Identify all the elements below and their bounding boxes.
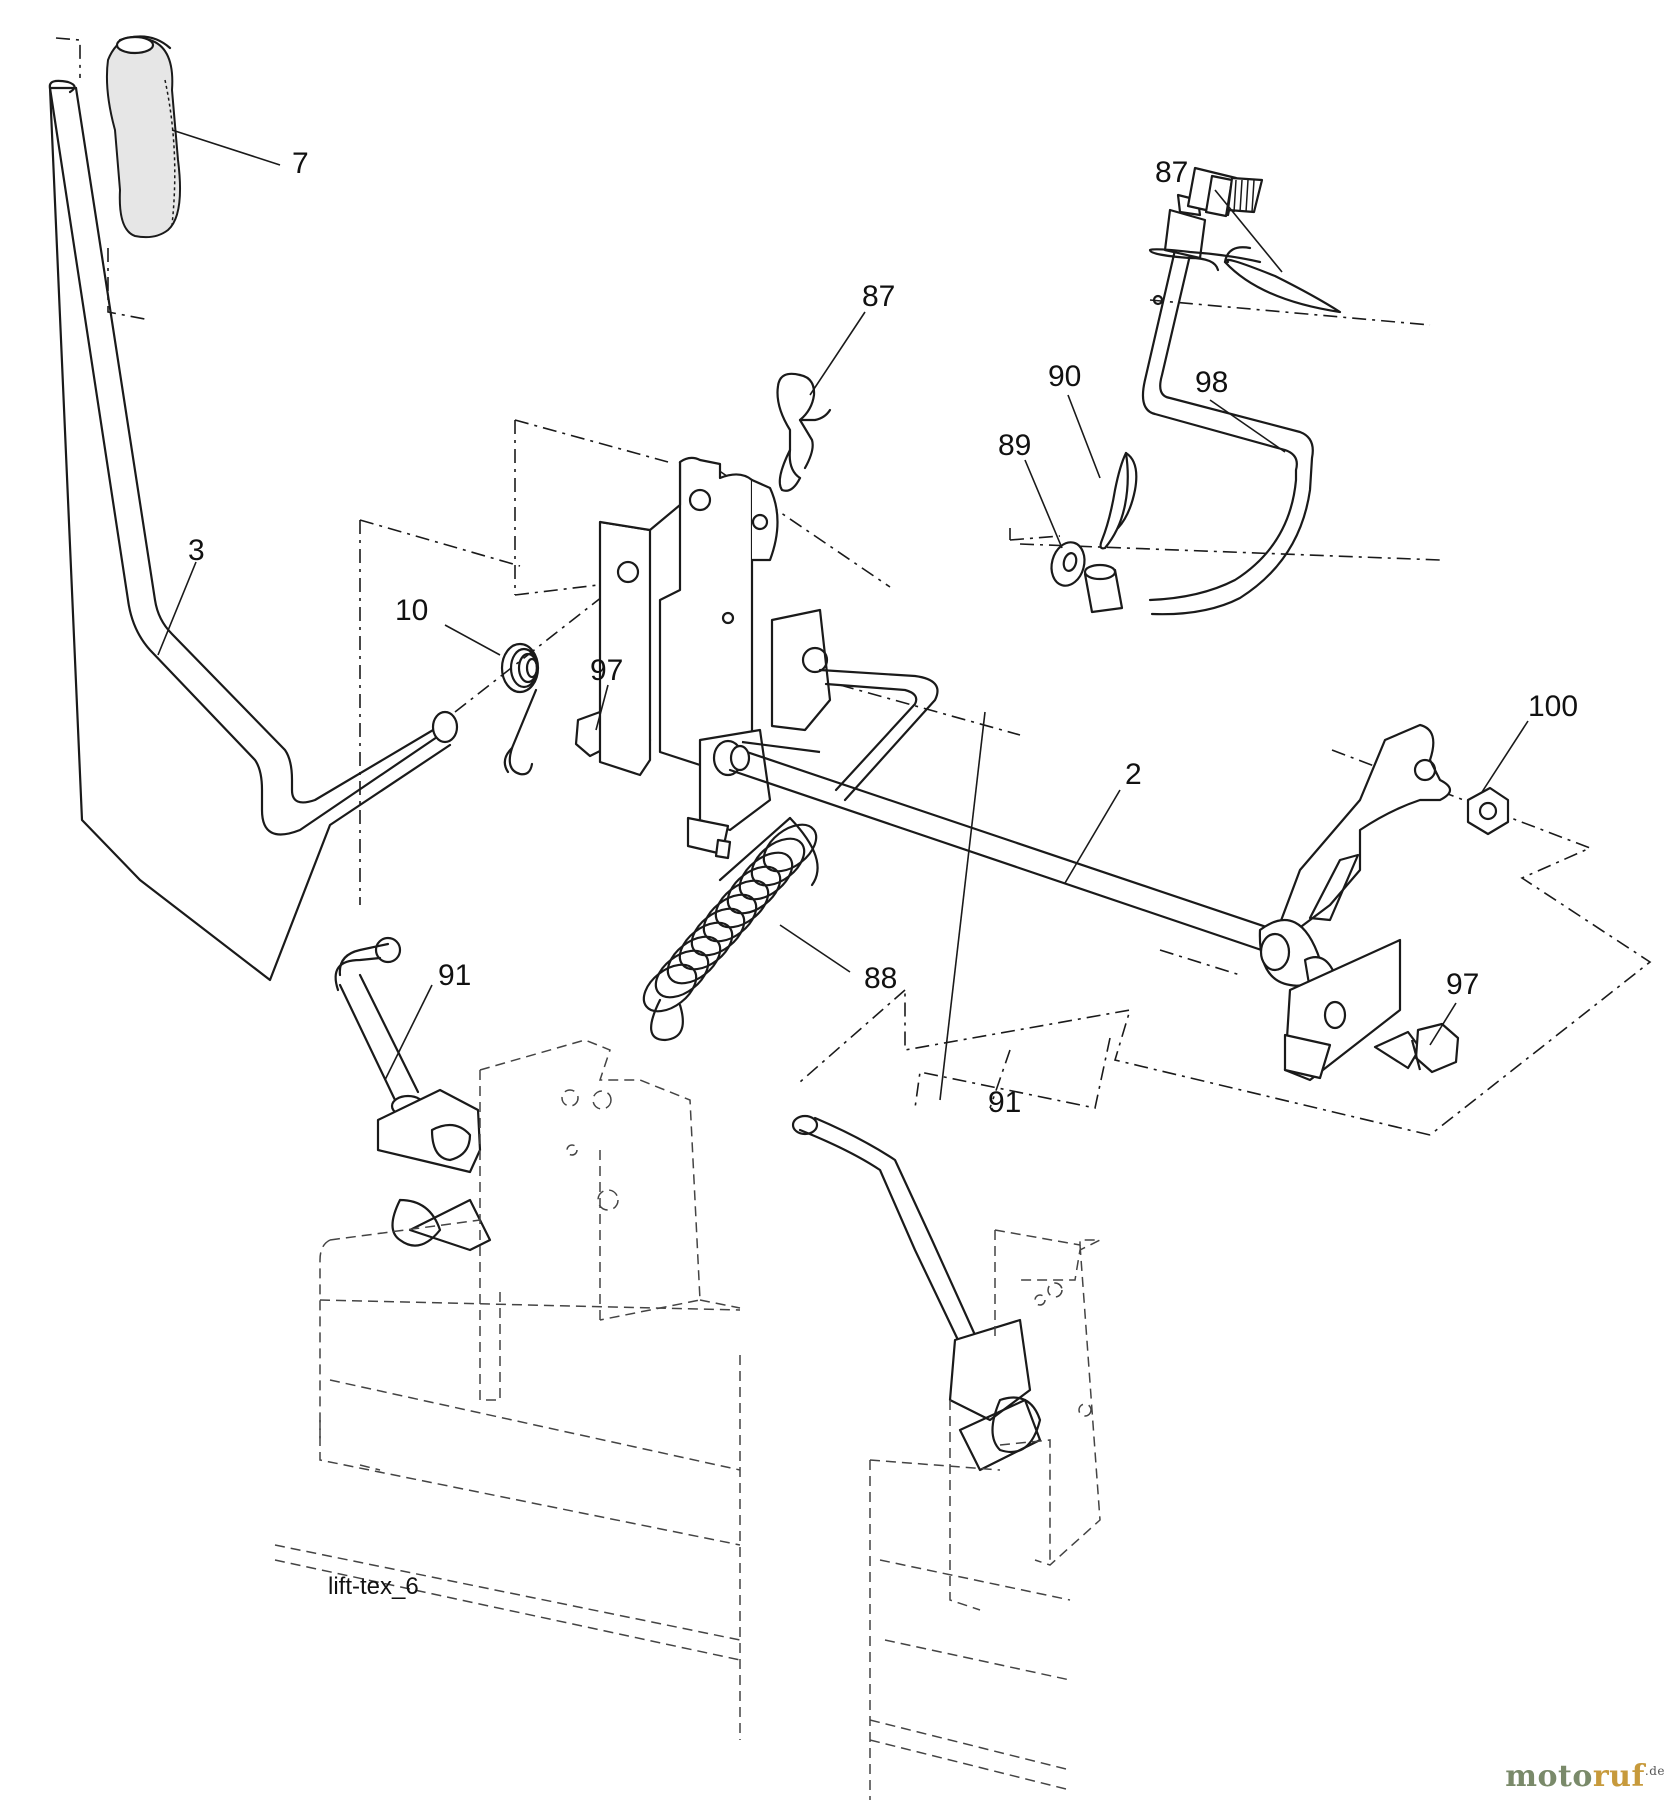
hairpin-clip-rod <box>1148 246 1342 314</box>
link-left <box>334 936 492 1252</box>
watermark-logo: motoruf.de <box>1505 1759 1665 1794</box>
callout-nut: 100 <box>1528 690 1578 723</box>
chassis-bracket-right <box>869 1229 1101 1800</box>
callout-torsion-spring: 10 <box>395 594 428 627</box>
callout-link-left: 91 <box>438 959 471 992</box>
callout-link-right-visible: 91 <box>988 1086 1021 1119</box>
extension-spring <box>642 668 939 1042</box>
torsion-spring <box>500 642 540 776</box>
lift-lever <box>48 79 459 982</box>
lift-rod <box>1083 166 1314 616</box>
spring-coils <box>642 823 818 1013</box>
callout-handle-grip: 7 <box>292 147 309 180</box>
watermark-part2: ruf <box>1592 1759 1645 1794</box>
callout-labels: 7 3 10 97 87 87 90 89 98 2 100 88 91 91 … <box>188 147 1578 1600</box>
callout-washer: 89 <box>998 429 1031 462</box>
reference-code: lift-tex_6 <box>328 1573 419 1600</box>
callout-bolt-right: 97 <box>1446 968 1479 1001</box>
callout-hairpin-rod: 87 <box>1155 156 1188 189</box>
callout-lift-rod: 98 <box>1195 366 1228 399</box>
chassis-bracket-left <box>274 1039 741 1740</box>
leader-lines <box>157 129 1529 1101</box>
rod-threaded-end <box>1163 166 1264 260</box>
flat-washer <box>1050 541 1086 587</box>
alignment-lines <box>55 37 1652 1136</box>
callout-lift-shaft: 2 <box>1125 758 1142 791</box>
callout-hairpin-upper: 87 <box>862 280 895 313</box>
watermark-part1: moto <box>1505 1759 1593 1794</box>
shaft-arm-right <box>1258 723 1452 1082</box>
hairpin-clip-small <box>1099 451 1138 550</box>
callout-extension-spring: 88 <box>864 962 897 995</box>
lift-bracket <box>598 456 832 860</box>
lift-shaft <box>728 744 1292 960</box>
watermark-suffix: .de <box>1644 1764 1665 1778</box>
callout-hairpin-small: 90 <box>1048 360 1081 393</box>
handle-grip <box>105 35 181 239</box>
callout-lift-lever: 3 <box>188 534 205 567</box>
link-right <box>791 1114 1042 1472</box>
hex-nut <box>1466 786 1510 836</box>
flange-bolt-right <box>1373 1022 1460 1074</box>
hairpin-clip-upper <box>776 372 832 492</box>
callout-bolt-upper: 97 <box>590 654 623 687</box>
